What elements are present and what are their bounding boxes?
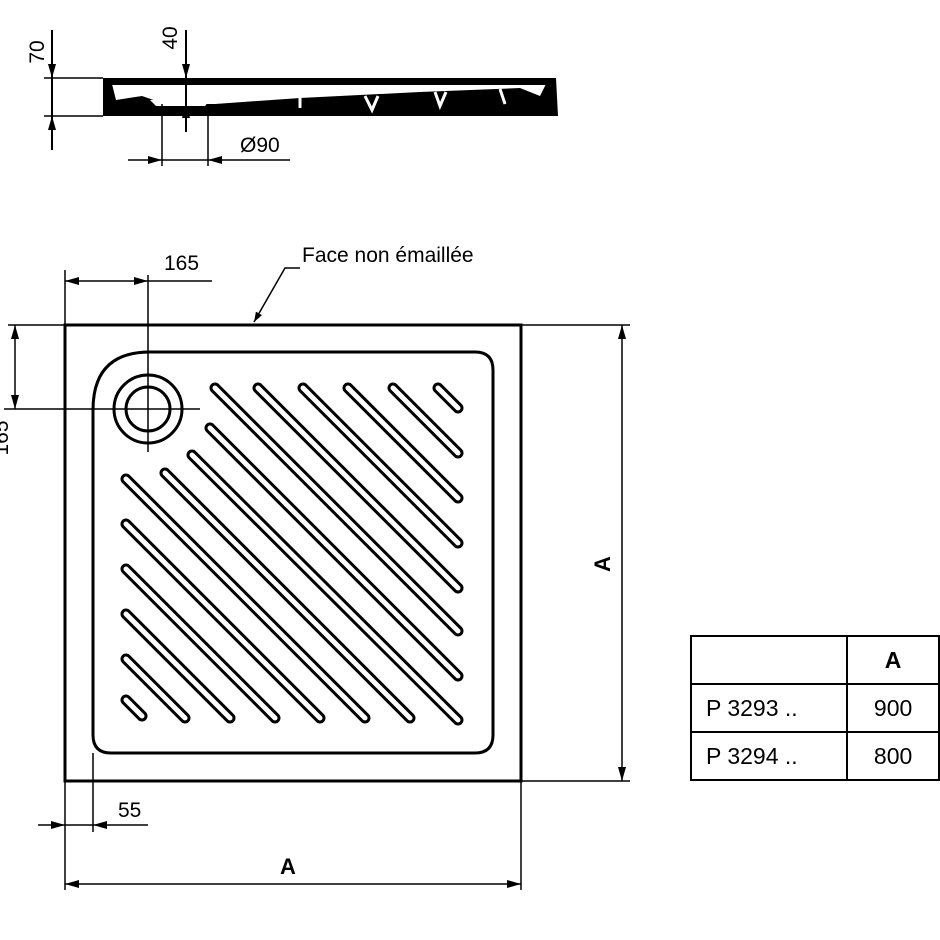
dim-side-height: 70 bbox=[26, 40, 49, 63]
note-unglazed-face: Face non émaillée bbox=[302, 244, 474, 267]
basin-outline bbox=[91, 350, 495, 755]
dim-depth-a: A bbox=[590, 556, 615, 572]
dim-drain-diameter: Ø90 bbox=[240, 134, 280, 157]
dimension-table: A P 3293 .. 900 P 3294 .. 800 bbox=[689, 635, 940, 781]
table-cell-model: P 3293 .. bbox=[689, 683, 849, 733]
tray-inner-surface bbox=[112, 84, 546, 104]
table-cell-a: 900 bbox=[846, 683, 940, 733]
table-cell-model: P 3294 .. bbox=[689, 731, 849, 781]
dim-width-a: A bbox=[280, 854, 296, 879]
side-view: 70 40 Ø90 bbox=[26, 26, 558, 166]
table-row: P 3293 .. 900 bbox=[689, 683, 940, 733]
table-header-row: A bbox=[689, 635, 940, 685]
table-cell-a: 800 bbox=[846, 731, 940, 781]
dim-rim-width: 55 bbox=[118, 799, 141, 822]
table-header-a: A bbox=[846, 635, 940, 685]
dim-drain-offset-y: 165 bbox=[0, 420, 13, 455]
table-row: P 3294 .. 800 bbox=[689, 731, 940, 781]
dim-drain-depth: 40 bbox=[159, 26, 182, 49]
table-header-model bbox=[689, 635, 849, 685]
dim-drain-offset-x: 165 bbox=[164, 252, 199, 275]
tray-outline bbox=[63, 323, 523, 783]
top-view: 165 165 Face non émaillée 55 A A bbox=[0, 244, 630, 890]
